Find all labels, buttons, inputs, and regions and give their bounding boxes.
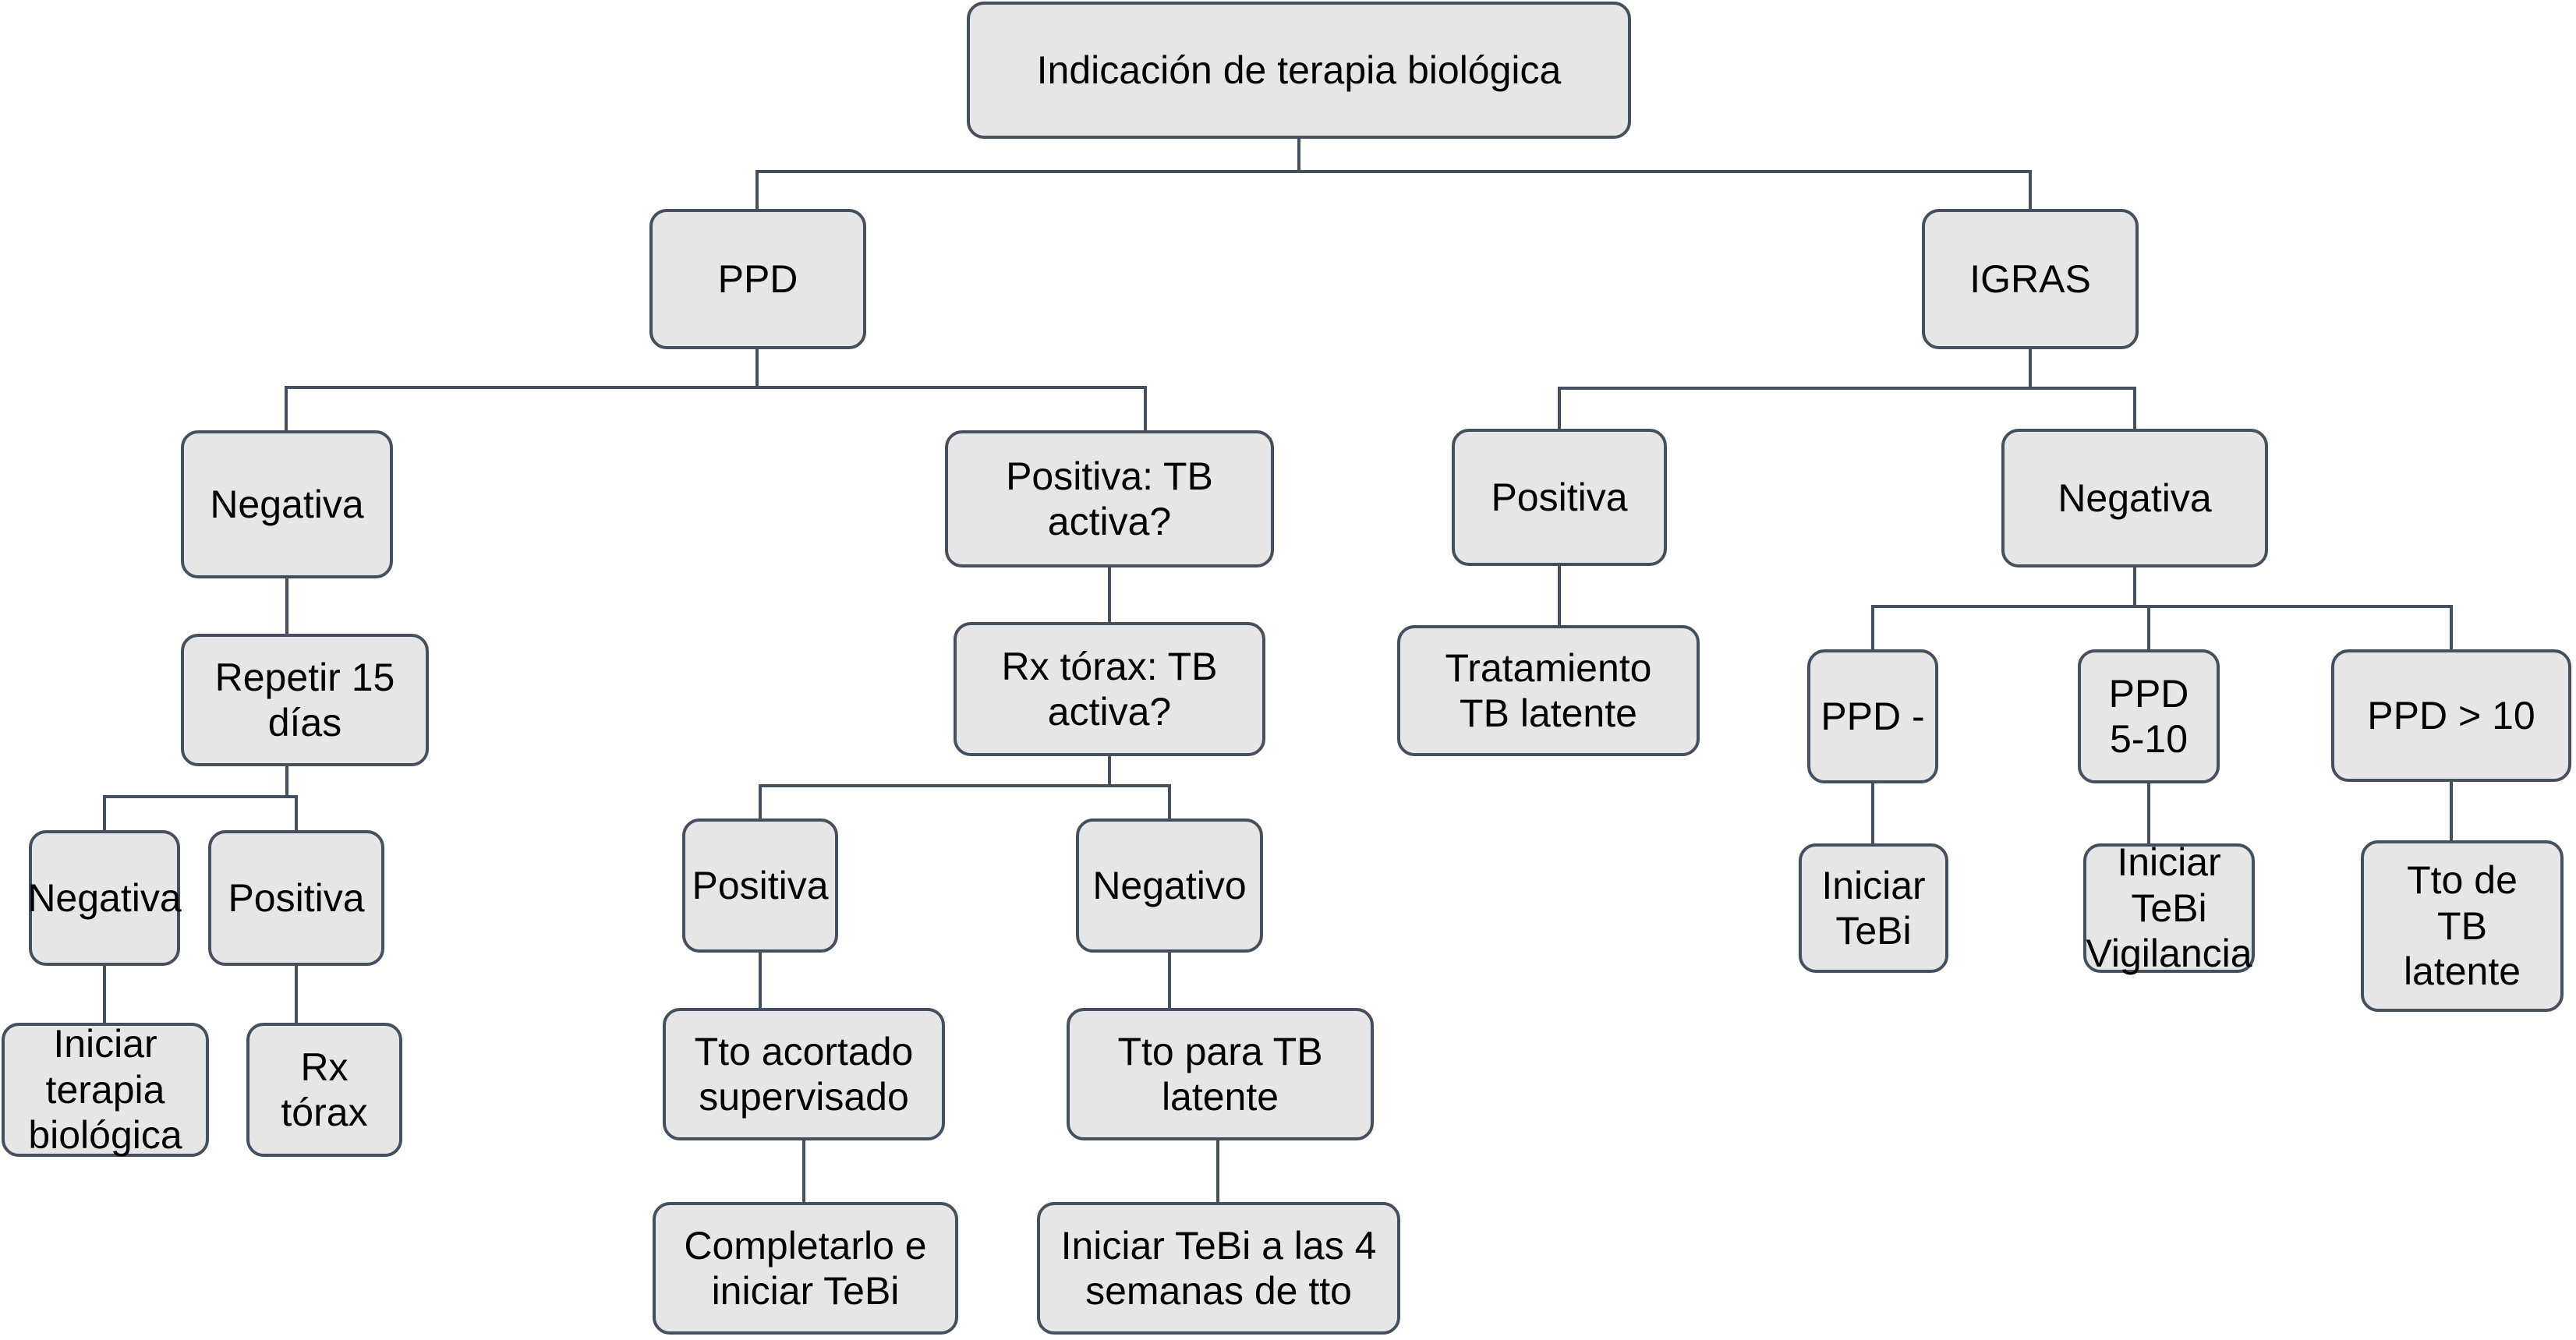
flow-node-ppd: PPD bbox=[649, 209, 866, 349]
flow-node-rx_torax: Rx tórax bbox=[246, 1023, 402, 1157]
flow-node-tto_tb_latente: Tto de TB latente bbox=[2361, 840, 2564, 1012]
edge-root-to-igras bbox=[1297, 139, 2032, 209]
flow-node-ppd_gt_10: PPD > 10 bbox=[2331, 649, 2571, 782]
edge-rx_torax_tb-to-rx_neg bbox=[1108, 756, 1171, 818]
edge-igras_neg-to-ppd_5_10 bbox=[2133, 567, 2150, 649]
edge-igras-to-igras_neg bbox=[2029, 349, 2136, 429]
flow-node-ppd_5_10: PPD 5-10 bbox=[2078, 649, 2220, 783]
flow-node-iniciar_bio: Iniciar terapia biológica bbox=[2, 1022, 209, 1157]
flow-node-tto_para_tb: Tto para TB latente bbox=[1067, 1008, 1374, 1140]
edge-root-to-ppd bbox=[755, 139, 1300, 209]
flow-node-igras: IGRAS bbox=[1922, 209, 2139, 349]
flow-node-root: Indicación de terapia biológica bbox=[967, 2, 1631, 139]
edge-igras-to-igras_pos bbox=[1558, 349, 2032, 429]
edge-igras_neg-to-ppd_minus bbox=[1871, 567, 2136, 649]
flow-node-rx_torax_tb: Rx tórax: TB activa? bbox=[954, 622, 1265, 756]
flow-node-trat_tb_latente: Tratamiento TB latente bbox=[1397, 625, 1700, 756]
edge-rx_torax_tb-to-rx_pos bbox=[759, 756, 1111, 818]
flow-node-rx_neg: Negativo bbox=[1076, 818, 1263, 953]
flow-node-iniciar_tebi: Iniciar TeBi bbox=[1799, 843, 1948, 973]
edge-repetir-to-rep_neg bbox=[103, 766, 288, 830]
edge-ppd-to-ppd_neg bbox=[285, 349, 759, 430]
flow-node-tto_acortado: Tto acortado supervisado bbox=[663, 1008, 945, 1140]
flow-node-rx_pos: Positiva bbox=[682, 818, 838, 953]
flow-node-completarlo: Completarlo e iniciar TeBi bbox=[653, 1202, 958, 1335]
flow-node-igras_pos: Positiva bbox=[1452, 429, 1667, 566]
flow-node-ppd_pos: Positiva: TB activa? bbox=[945, 430, 1274, 567]
flow-node-rep_neg: Negativa bbox=[27, 830, 182, 966]
flow-node-tebi_vig: Iniciar TeBi Vigilancia bbox=[2083, 840, 2255, 975]
edge-repetir-to-rep_pos bbox=[285, 766, 298, 830]
flow-node-ppd_minus: PPD - bbox=[1807, 649, 1938, 783]
flow-node-rep_pos: Positiva bbox=[208, 830, 384, 966]
flow-node-iniciar_4sem: Iniciar TeBi a las 4 semanas de tto bbox=[1037, 1202, 1400, 1335]
flow-node-igras_neg: Negativa bbox=[2001, 429, 2268, 567]
edge-igras_neg-to-ppd_gt_10 bbox=[2133, 567, 2453, 649]
flow-node-repetir: Repetir 15 días bbox=[181, 634, 429, 766]
edge-ppd-to-ppd_pos bbox=[755, 349, 1147, 430]
flow-node-ppd_neg: Negativa bbox=[181, 430, 393, 578]
